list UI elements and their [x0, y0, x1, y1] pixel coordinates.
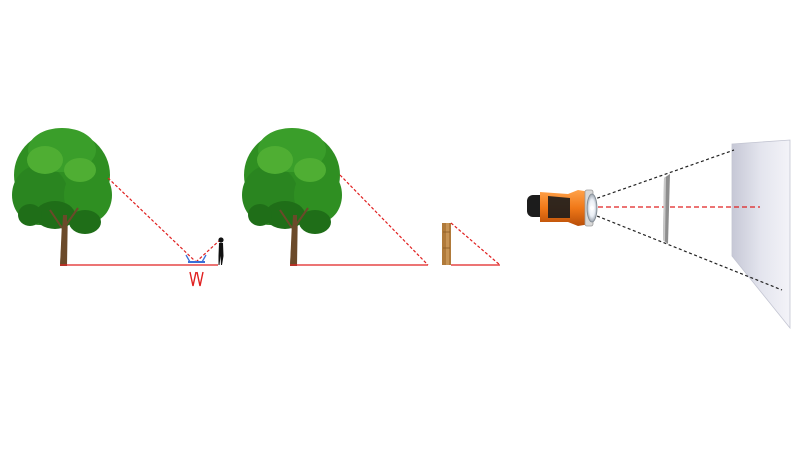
mirror-method-panel [12, 128, 224, 287]
tree-icon [12, 128, 112, 266]
card-icon [663, 174, 670, 244]
mirror-icon [185, 254, 207, 287]
incident-ray [107, 177, 197, 263]
tree-icon [242, 128, 342, 266]
shadow-method-panel [242, 128, 501, 266]
flashlight-icon [527, 189, 598, 227]
projection-panel [527, 139, 791, 330]
tree-sun-ray [339, 174, 429, 266]
lower-beam [591, 213, 783, 291]
stick-sun-ray [450, 222, 501, 266]
stick-icon [442, 223, 451, 265]
screen-icon [731, 139, 791, 330]
reflected-ray [195, 239, 221, 263]
upper-beam [591, 149, 735, 201]
person-icon [218, 237, 224, 265]
